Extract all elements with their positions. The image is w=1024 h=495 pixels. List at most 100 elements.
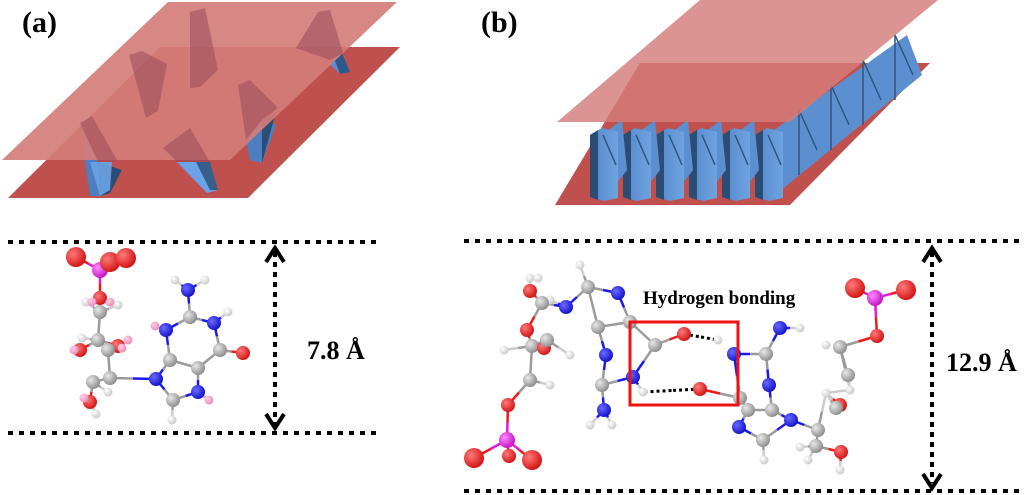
carbon-atom bbox=[741, 403, 755, 417]
hydrogen-atom bbox=[525, 273, 535, 283]
phosphorus-atom bbox=[499, 432, 515, 448]
distance-arrow-b bbox=[921, 244, 943, 492]
wedge-molecule bbox=[177, 162, 218, 193]
oxygen-atom bbox=[523, 284, 537, 298]
oxygen-atom bbox=[464, 448, 484, 468]
hydrogen-atom bbox=[835, 465, 845, 475]
carbon-atom bbox=[756, 433, 770, 447]
oxygen-atom bbox=[100, 252, 120, 272]
carbon-atom bbox=[166, 393, 180, 407]
carbon-atom bbox=[811, 423, 825, 437]
carbon-atom bbox=[103, 371, 117, 385]
hydrogen-atom bbox=[499, 345, 509, 355]
oxygen-atom bbox=[834, 445, 848, 459]
panel-a-label: (a) bbox=[22, 6, 57, 39]
hydrogen-atom bbox=[795, 442, 805, 452]
oxygen-atom bbox=[522, 450, 542, 470]
nitrogen-atom bbox=[597, 403, 611, 417]
hydrogen-atom bbox=[200, 275, 210, 285]
panel-b-schematic bbox=[555, 0, 938, 205]
nitrogen-atom bbox=[207, 316, 221, 330]
carbon-atom bbox=[759, 347, 773, 361]
distance-arrow-a bbox=[264, 244, 286, 432]
carbon-atom bbox=[829, 401, 843, 415]
hydrogen-atom bbox=[713, 335, 723, 345]
nitrogen-atom bbox=[784, 413, 798, 427]
oxygen-atom bbox=[845, 278, 865, 298]
hydrogen-atom bbox=[845, 385, 855, 395]
nitrogen-atom bbox=[181, 283, 195, 297]
carbon-atom bbox=[535, 296, 549, 310]
hydrogen-atom bbox=[821, 388, 831, 398]
hydrogen-atom bbox=[821, 340, 831, 350]
oxygen-atom bbox=[501, 398, 515, 412]
oxygen-atom bbox=[677, 327, 691, 341]
wedge-molecule-row bbox=[656, 120, 693, 201]
hydrogen-atom bbox=[150, 321, 160, 331]
carbon-atom bbox=[765, 403, 779, 417]
carbon-atom bbox=[591, 320, 605, 334]
hydrogen-bond-highlight-box bbox=[628, 320, 740, 407]
carbon-atom bbox=[91, 333, 105, 347]
hydrogen-atom bbox=[113, 300, 123, 310]
hydrogen-bond bbox=[671, 387, 701, 392]
hydrogen-atom bbox=[105, 297, 115, 307]
hydrogen-atom bbox=[77, 333, 87, 343]
nitrogen-atom bbox=[191, 385, 205, 399]
hydrogen-atom bbox=[803, 455, 813, 465]
carbon-atom bbox=[809, 439, 823, 453]
hydrogen-atom bbox=[204, 395, 214, 405]
hydrogen-atom bbox=[575, 260, 585, 270]
nucleotide-dimer-molecule-b bbox=[464, 260, 916, 475]
carbon-atom bbox=[525, 339, 539, 353]
carbon-atom bbox=[93, 305, 107, 319]
hydrogen-atom bbox=[117, 343, 127, 353]
hydrogen-atom bbox=[607, 420, 617, 430]
hydrogen-atom bbox=[69, 345, 79, 355]
wedge-molecule-row bbox=[755, 34, 922, 201]
oxygen-atom bbox=[693, 382, 707, 396]
nucleotide-molecule-a bbox=[66, 247, 250, 425]
carbon-atom bbox=[833, 340, 847, 354]
hydrogen-atom bbox=[87, 297, 97, 307]
wedge-molecule-row bbox=[623, 120, 660, 201]
nitrogen-atom bbox=[559, 300, 573, 314]
oxygen-atom bbox=[520, 323, 534, 337]
nitrogen-atom bbox=[773, 321, 787, 335]
wedge-molecule-row bbox=[590, 120, 627, 201]
nitrogen-atom bbox=[159, 323, 173, 337]
top-layer bbox=[557, 0, 938, 122]
oxygen-atom bbox=[116, 248, 136, 268]
oxygen-atom bbox=[66, 247, 86, 267]
hydrogen-bonding-label: Hydrogen bonding bbox=[643, 288, 796, 309]
panel-b-label: (b) bbox=[481, 6, 518, 39]
oxygen-atom bbox=[236, 346, 250, 360]
hydrogen-atom bbox=[795, 323, 805, 333]
wedge-molecule-row bbox=[722, 120, 759, 201]
oxygen-atom bbox=[502, 449, 516, 463]
nitrogen-atom bbox=[611, 286, 625, 300]
hydrogen-atom bbox=[123, 335, 133, 345]
hydrogen-atom bbox=[533, 273, 543, 283]
hydrogen-atom bbox=[167, 415, 177, 425]
carbon-atom bbox=[841, 368, 855, 382]
hydrogen-atom bbox=[91, 409, 101, 419]
hydrogen-bond bbox=[642, 389, 672, 394]
carbon-atom bbox=[183, 310, 197, 324]
hydrogen-atom bbox=[170, 275, 180, 285]
wedge-molecule-row bbox=[689, 120, 726, 201]
carbon-atom bbox=[540, 333, 554, 347]
carbon-atom bbox=[163, 353, 177, 367]
nitrogen-atom bbox=[732, 420, 746, 434]
interlayer-distance-b: 12.9 Å bbox=[946, 348, 1017, 377]
carbon-atom bbox=[581, 280, 595, 294]
carbon-atom bbox=[733, 391, 747, 405]
nitrogen-atom bbox=[762, 378, 776, 392]
hydrogen-atom bbox=[638, 387, 648, 397]
carbon-atom bbox=[523, 373, 537, 387]
hydrogen-atom bbox=[79, 393, 89, 403]
carbon-atom bbox=[101, 343, 115, 357]
nitrogen-atom bbox=[626, 370, 640, 384]
carbon-atom bbox=[595, 378, 609, 392]
